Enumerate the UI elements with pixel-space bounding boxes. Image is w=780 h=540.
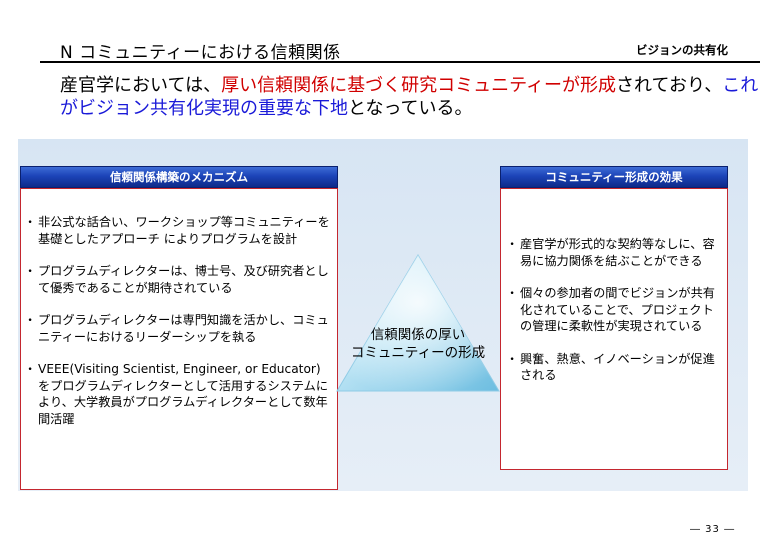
lead-highlight-red: 厚い信頼関係に基づく研究コミュニティーが形成 [221,75,617,96]
lead-text-2: されており、 [616,75,723,96]
section-tag: ビジョンの共有化 [636,43,728,57]
effects-list: 産官学が形式的な契約等なしに、容易に協力関係を結ぶことができる 個々の参加者の間… [506,236,720,400]
header-divider [40,61,760,63]
list-item: 産官学が形式的な契約等なしに、容易に協力関係を結ぶことができる [506,236,720,269]
mechanism-list: 非公式な話合い、ワークショップ等コミュニティーを基礎としたアプローチ によりプロ… [24,214,330,443]
lead-statement: 産官学においては、厚い信頼関係に基づく研究コミュニティーが形成されており、これが… [60,74,770,120]
list-item: プログラムディレクターは、博士号、及び研究者として優秀であることが期待されている [24,263,330,296]
list-item: 非公式な話合い、ワークショップ等コミュニティーを基礎としたアプローチ によりプロ… [24,214,330,247]
pyramid-graphic [336,254,500,392]
page-number: ― 33 ― [690,524,736,535]
list-item: プログラムディレクターは専門知識を活かし、コミュニティーにおけるリーダーシップを… [24,312,330,345]
page-title: N コミュニティーにおける信頼関係 [60,43,341,63]
list-item: VEEE(Visiting Scientist, Engineer, or Ed… [24,361,330,427]
center-label-line-1: 信頼関係の厚い [370,327,466,343]
lead-text-3: となっている。 [348,98,473,119]
list-item: 個々の参加者の間でビジョンが共有化されていることで、プロジェクトの管理に柔軟性が… [506,285,720,335]
center-label-line-2: コミュニティーの形成 [350,345,486,361]
mechanism-heading: 信頼関係構築のメカニズム [20,166,338,188]
effects-heading: コミュニティー形成の効果 [500,166,728,188]
list-item: 興奮、熱意、イノベーションが促進される [506,351,720,384]
lead-highlight-blue: これがビジョン共有化実現の重要な下地 [60,75,759,119]
center-label: 信頼関係の厚い コミュニティーの形成 [330,326,506,362]
lead-text-1: 産官学においては、 [60,75,222,96]
